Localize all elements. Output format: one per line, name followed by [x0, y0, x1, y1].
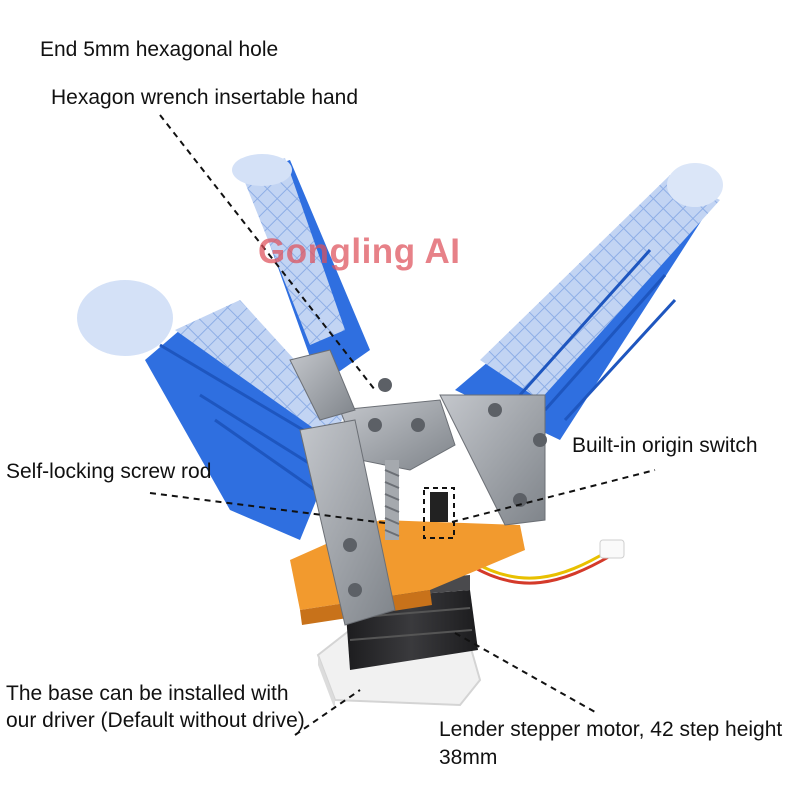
origin-switch [423, 487, 455, 539]
watermark: Gongling AI [258, 232, 461, 271]
right-finger [455, 163, 723, 440]
screw-rod [384, 460, 400, 540]
leader-lines [149, 114, 656, 736]
motor-cable [469, 539, 625, 590]
label-screw-rod: Self-locking screw rod [6, 460, 212, 483]
label-base: The base can be installed with our drive… [6, 682, 305, 732]
left-finger [77, 280, 345, 540]
label-hex-wrench-hand: Hexagon wrench insertable hand [51, 86, 359, 109]
steel-linkages [289, 349, 547, 626]
label-origin-switch: Built-in origin switch [572, 434, 758, 457]
label-stepper-motor: Lender stepper motor, 42 step height 38m… [439, 718, 783, 769]
label-hex-hole: End 5mm hexagonal hole [40, 38, 279, 61]
middle-finger [232, 154, 370, 385]
